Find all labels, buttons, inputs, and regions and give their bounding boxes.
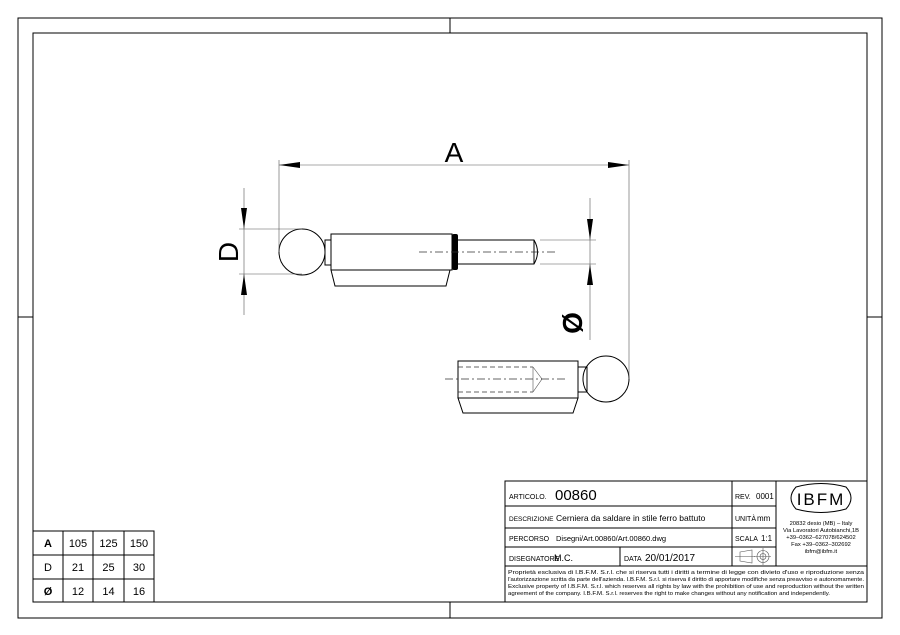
table-cell: 125 <box>99 538 117 550</box>
descrizione-value: Cerniera da saldare in stile ferro battu… <box>556 513 706 523</box>
ibfm-logo: IBFM <box>790 483 852 513</box>
projection-symbol-icon <box>735 548 771 565</box>
disclaimer-line: Exclusive property of I.B.F.M. S.r.l. wh… <box>508 584 864 590</box>
scala-label: SCALA <box>735 536 758 543</box>
disclaimer-line: Proprietà esclusiva di I.B.F.M. S.r.l. c… <box>508 570 864 576</box>
company-address: Via Lavoratori Autobianchi,1B <box>783 528 859 534</box>
descrizione-label: DESCRIZIONE <box>509 516 554 523</box>
size-table: A 105 125 150 D 21 25 30 Ø 12 14 16 <box>32 530 155 603</box>
disclaimer-line: agreement of the company. I.B.F.M. S.r.l… <box>508 591 830 597</box>
center-marks <box>18 18 882 618</box>
table-cell: 12 <box>72 586 84 598</box>
title-block: ARTICOLO. 00860 REV. 0001 DESCRIZIONE Ce… <box>504 480 868 603</box>
disegnatore-value: M.C. <box>554 553 573 563</box>
company-email: ibfm@ibfm.it <box>805 549 838 555</box>
rev-value: 0001 <box>756 492 774 501</box>
dimension-a: A <box>278 137 630 379</box>
company-phone: +39–0362–627078/624502 <box>786 535 855 541</box>
disclaimer-line: l'autorizzazione scritta da parte dell'a… <box>508 577 864 583</box>
data-label: DATA <box>624 556 642 563</box>
hinge-pin-part <box>278 228 558 287</box>
table-row-label: D <box>44 562 52 574</box>
dimension-d: D <box>213 188 302 315</box>
table-cell: 14 <box>102 586 114 598</box>
percorso-value: Disegni/Art.00860/Art.00860.dwg <box>556 534 666 543</box>
table-row-label: Ø <box>44 586 53 598</box>
table-cell: 150 <box>130 538 148 550</box>
table-cell: 105 <box>69 538 87 550</box>
table-cell: 30 <box>133 562 145 574</box>
articolo-value: 00860 <box>555 487 597 504</box>
dimension-diameter: Ø <box>540 198 596 340</box>
articolo-label: ARTICOLO. <box>509 494 547 501</box>
dimension-diameter-label: Ø <box>557 312 588 334</box>
logo-text: IBFM <box>797 490 846 509</box>
unita-value: mm <box>757 514 771 523</box>
table-row-label: A <box>44 538 52 550</box>
data-value: 20/01/2017 <box>645 553 695 564</box>
company-fax: Fax +39–0362–302692 <box>791 542 851 548</box>
percorso-label: PERCORSO <box>509 536 550 543</box>
company-address: 20832 desio (MB) – Italy <box>790 521 853 527</box>
table-cell: 16 <box>133 586 145 598</box>
dimension-d-label: D <box>213 242 244 262</box>
table-cell: 21 <box>72 562 84 574</box>
rev-label: REV. <box>735 494 751 501</box>
disegnatore-label: DISEGNATORE <box>509 556 560 563</box>
scala-value: 1:1 <box>761 534 773 543</box>
table-cell: 25 <box>102 562 114 574</box>
hinge-socket-part <box>445 355 630 414</box>
unita-label: UNITÀ <box>735 514 756 523</box>
dimension-a-label: A <box>445 137 464 168</box>
